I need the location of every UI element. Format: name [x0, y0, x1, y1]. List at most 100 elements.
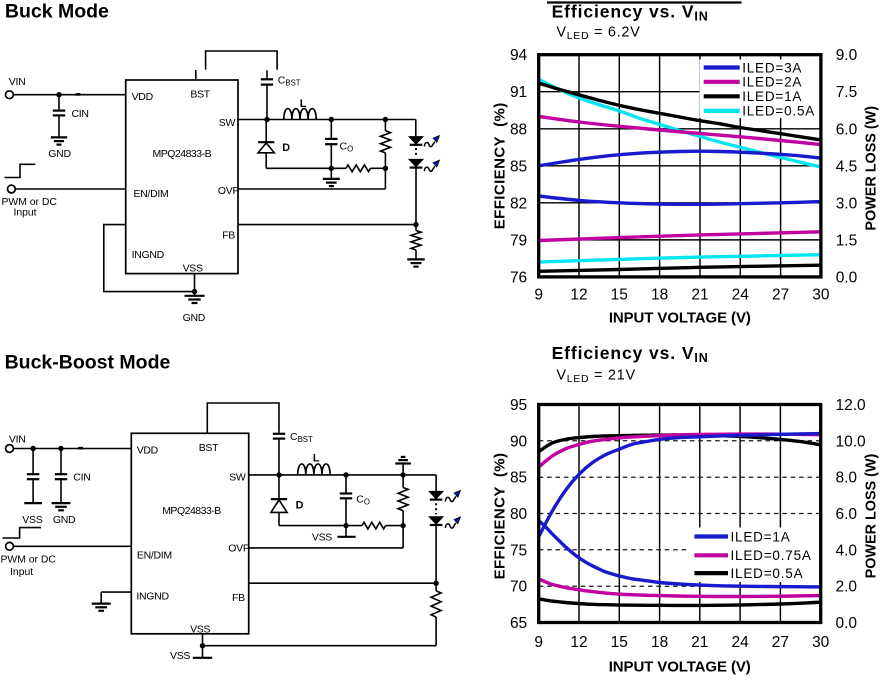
- svg-text:VIN: VIN: [9, 434, 26, 446]
- svg-text:VSS: VSS: [190, 624, 210, 636]
- svg-text:OVP: OVP: [218, 185, 240, 197]
- svg-text:18: 18: [651, 286, 668, 303]
- svg-text:0.0: 0.0: [836, 615, 858, 632]
- svg-text:15: 15: [611, 286, 628, 303]
- svg-text:ILED=2A: ILED=2A: [742, 75, 802, 90]
- svg-text:75: 75: [510, 542, 527, 559]
- svg-text:95: 95: [510, 397, 527, 414]
- svg-text:SW: SW: [229, 471, 246, 483]
- svg-text:21: 21: [691, 286, 708, 303]
- svg-text:9.0: 9.0: [836, 47, 858, 64]
- svg-text:8.0: 8.0: [836, 470, 858, 487]
- svg-text:CIN: CIN: [73, 471, 90, 483]
- svg-text:18: 18: [651, 634, 668, 651]
- svg-text:INPUT VOLTAGE (V): INPUT VOLTAGE (V): [609, 658, 751, 675]
- svg-text:10.0: 10.0: [836, 433, 867, 450]
- svg-text:ILED=1A: ILED=1A: [731, 529, 791, 544]
- svg-text:VSS: VSS: [170, 650, 190, 662]
- svg-text:4.0: 4.0: [836, 542, 858, 559]
- svg-text:CO: CO: [340, 141, 354, 154]
- svg-text:VSS: VSS: [312, 531, 332, 543]
- svg-text:BST: BST: [190, 88, 210, 100]
- svg-text:INGND: INGND: [132, 249, 165, 261]
- svg-text:VDD: VDD: [132, 91, 154, 103]
- svg-text:85: 85: [510, 158, 527, 175]
- svg-text:Efficiency vs. VIN: Efficiency vs. VIN: [552, 1, 709, 23]
- svg-text:4.5: 4.5: [836, 158, 858, 175]
- svg-text:88: 88: [510, 121, 527, 138]
- svg-text:CO: CO: [356, 494, 370, 507]
- svg-text:SW: SW: [219, 117, 236, 129]
- svg-text:FB: FB: [232, 592, 245, 604]
- svg-text:2.0: 2.0: [836, 579, 858, 596]
- svg-text:BST: BST: [199, 442, 219, 454]
- svg-text:21: 21: [691, 634, 708, 651]
- svg-text:CIN: CIN: [72, 108, 89, 120]
- svg-text:EN/DIM: EN/DIM: [134, 188, 169, 200]
- svg-text:GND: GND: [48, 148, 71, 160]
- svg-text:12: 12: [570, 634, 587, 651]
- svg-text:0.0: 0.0: [836, 269, 858, 286]
- svg-text:INGND: INGND: [136, 591, 169, 603]
- svg-text:MPQ24833-B: MPQ24833-B: [162, 505, 221, 517]
- svg-text:EN/DIM: EN/DIM: [137, 550, 172, 562]
- svg-text:Efficiency vs. VIN: Efficiency vs. VIN: [552, 343, 709, 365]
- svg-text:90: 90: [510, 433, 528, 450]
- svg-text:D: D: [282, 142, 290, 154]
- svg-text:70: 70: [510, 579, 528, 596]
- svg-text:3.0: 3.0: [836, 195, 858, 212]
- svg-text:ILED=0.5A: ILED=0.5A: [731, 566, 804, 581]
- svg-text:Input: Input: [10, 567, 33, 578]
- svg-text:MPQ24833-B: MPQ24833-B: [152, 148, 211, 160]
- svg-text:9: 9: [534, 634, 543, 651]
- svg-text:30: 30: [812, 286, 830, 303]
- svg-text:6.0: 6.0: [836, 121, 858, 138]
- svg-text:L: L: [313, 453, 320, 465]
- svg-text:OVP: OVP: [228, 543, 250, 555]
- svg-text:GND: GND: [53, 514, 76, 526]
- svg-text:12: 12: [570, 286, 587, 303]
- svg-text:PWM or DC: PWM or DC: [1, 555, 57, 566]
- svg-text:1.5: 1.5: [836, 232, 858, 249]
- svg-text:85: 85: [510, 470, 527, 487]
- svg-text:PWM or DC: PWM or DC: [2, 197, 58, 208]
- svg-text:76: 76: [510, 269, 527, 286]
- svg-text:POWER LOSS (W): POWER LOSS (W): [864, 453, 880, 578]
- svg-text:12.0: 12.0: [836, 397, 867, 414]
- svg-text:Buck Mode: Buck Mode: [5, 1, 109, 23]
- svg-text:27: 27: [772, 286, 789, 303]
- svg-text:24: 24: [732, 286, 750, 303]
- svg-text:6.0: 6.0: [836, 506, 858, 523]
- svg-text:ILED=0.75A: ILED=0.75A: [731, 548, 812, 563]
- svg-text:EFFICIENCY (%): EFFICIENCY (%): [492, 453, 509, 580]
- svg-text:VIN: VIN: [9, 76, 26, 88]
- svg-text:POWER LOSS (W): POWER LOSS (W): [864, 106, 880, 231]
- svg-text:9: 9: [534, 286, 543, 303]
- svg-text:FB: FB: [222, 230, 235, 242]
- svg-text:INPUT VOLTAGE (V): INPUT VOLTAGE (V): [609, 309, 751, 326]
- svg-text:ILED=1A: ILED=1A: [742, 89, 802, 104]
- svg-text:27: 27: [772, 634, 789, 651]
- svg-text:7.5: 7.5: [836, 84, 858, 101]
- svg-text:94: 94: [510, 47, 528, 64]
- svg-text:VSS: VSS: [183, 263, 203, 275]
- svg-text:65: 65: [510, 615, 527, 632]
- svg-text:CBST: CBST: [278, 75, 301, 88]
- svg-text:91: 91: [510, 84, 527, 101]
- svg-text:D: D: [296, 499, 304, 511]
- svg-text:ILED=0.5A: ILED=0.5A: [742, 104, 815, 119]
- svg-text:80: 80: [510, 506, 528, 523]
- svg-text:VDD: VDD: [137, 444, 159, 456]
- svg-text:ILED=3A: ILED=3A: [742, 60, 802, 75]
- svg-text:EFFICIENCY (%): EFFICIENCY (%): [492, 102, 509, 229]
- svg-text:CBST: CBST: [290, 431, 313, 444]
- svg-text:30: 30: [812, 634, 830, 651]
- svg-text:Input: Input: [13, 208, 36, 219]
- svg-text:VSS: VSS: [22, 514, 42, 526]
- svg-text:24: 24: [731, 634, 749, 651]
- svg-text:GND: GND: [183, 312, 206, 324]
- svg-text:Buck-Boost Mode: Buck-Boost Mode: [5, 352, 171, 374]
- svg-text:L: L: [300, 98, 307, 110]
- svg-text:82: 82: [510, 195, 527, 212]
- svg-text:15: 15: [611, 634, 628, 651]
